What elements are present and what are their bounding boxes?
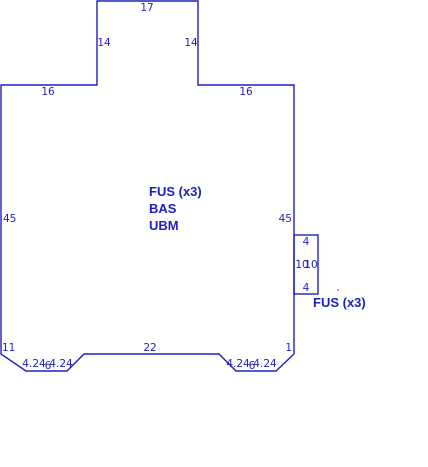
dim-top-left-run: 16: [41, 86, 55, 98]
marker-dot: [337, 289, 339, 291]
dim-bottom-right-flat: 6: [249, 360, 256, 372]
dim-right-wall: 45: [279, 213, 292, 225]
dim-side-box-top: 4: [303, 236, 310, 248]
main-area-outline: [0, 0, 295, 372]
side-area-outline: [293, 234, 319, 295]
dim-top-bump-right: 14: [184, 37, 198, 49]
dim-bottom-left-chamfer-1: 4.24: [22, 358, 46, 370]
dim-side-box-right: 10: [304, 259, 317, 271]
dim-bottom-left-corner: 11: [2, 342, 15, 354]
main-area-label-fus: FUS (x3): [149, 184, 202, 199]
dim-bottom-left-chamfer-2: 4.24: [49, 358, 73, 370]
dim-side-box-bottom: 4: [303, 282, 310, 294]
main-area-label-ubm: UBM: [149, 218, 179, 233]
main-area-label-bas: BAS: [149, 201, 177, 216]
dim-bottom-right-chamfer-2: 4.24: [253, 358, 277, 370]
dim-side-box-left: 10: [295, 259, 308, 271]
dim-bottom-right-corner: 1: [285, 342, 292, 354]
dim-bottom-left-flat: 6: [45, 360, 52, 372]
dim-top-right-run: 16: [239, 86, 253, 98]
dim-bottom-right-chamfer-1: 4.24: [226, 358, 250, 370]
dim-top-bump-top: 17: [140, 2, 153, 14]
dim-top-bump-left: 14: [97, 37, 111, 49]
dim-bottom-middle: 22: [143, 342, 156, 354]
dim-left-wall: 45: [3, 213, 16, 225]
side-area-label: FUS (x3): [313, 295, 366, 310]
